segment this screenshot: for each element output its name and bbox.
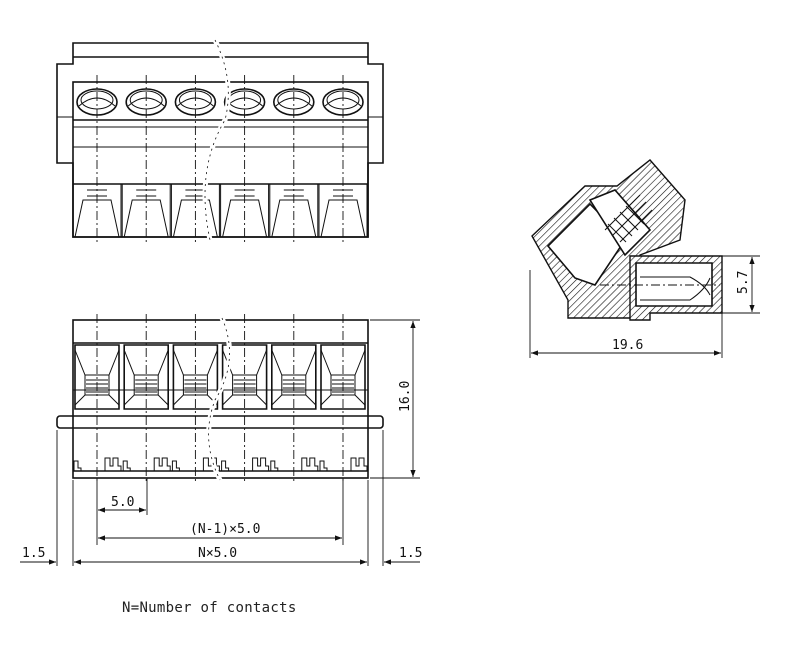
front-contact <box>122 314 171 484</box>
top-view <box>56 38 384 242</box>
top-contact <box>72 75 122 242</box>
side-view: 19.6 5.7 <box>529 159 760 358</box>
front-dimensions: 16.0 5.0 (N-1)×5.0 N×5.0 1.5 1.5 <box>20 319 422 566</box>
caption: N=Number of contacts <box>122 600 297 616</box>
dim-flange-left: 1.5 <box>22 546 45 561</box>
front-contact <box>270 314 319 484</box>
front-contact <box>319 314 368 484</box>
dim-height: 16.0 <box>398 381 413 412</box>
screw-thread <box>604 194 653 243</box>
top-contact <box>170 75 220 242</box>
dim-total-width: N×5.0 <box>198 546 237 561</box>
dim-flange-right: 1.5 <box>399 546 422 561</box>
dim-side-height: 5.7 <box>736 271 751 294</box>
top-contact <box>318 75 368 242</box>
top-contact <box>121 75 171 242</box>
dim-side-depth: 19.6 <box>612 338 643 353</box>
front-view <box>56 314 384 484</box>
dim-pitch-span: (N-1)×5.0 <box>190 522 260 537</box>
dim-pitch: 5.0 <box>111 495 134 510</box>
top-contact <box>269 75 319 242</box>
front-contact <box>73 314 122 484</box>
